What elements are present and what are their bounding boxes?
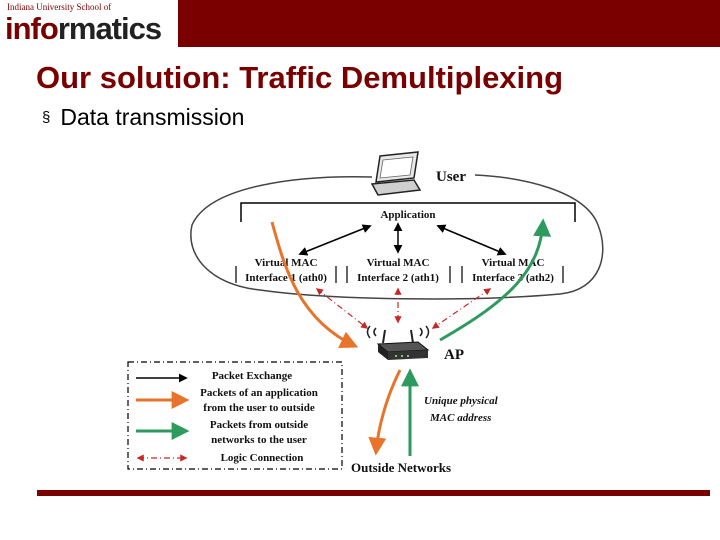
user-label: User <box>436 169 466 185</box>
application-label: Application <box>380 209 435 221</box>
legend-frame <box>127 361 343 470</box>
logo-wordmark-part-1: info <box>5 11 59 46</box>
router-icon <box>366 325 430 360</box>
legend-logic-connection: Logic Connection <box>221 452 304 464</box>
legend-app-packets-line-1: Packets of an application <box>200 387 318 399</box>
legend-outside-packets-line-2: networks to the user <box>211 434 307 446</box>
ap-label: AP <box>444 347 464 363</box>
unique-mac-line-1: Unique physical <box>424 395 499 407</box>
green-packet-path-upper <box>439 218 552 342</box>
logic-connection-1 <box>315 288 369 329</box>
legend-packet-exchange: Packet Exchange <box>212 370 292 382</box>
bullet-text: Data transmission <box>60 104 245 130</box>
logo-wordmark: informatics <box>5 11 162 47</box>
interface-2-line-2: Interface 2 (ath1) <box>357 272 439 284</box>
orange-packet-path-lower <box>368 369 402 456</box>
slide-title: Our solution: Traffic Demultiplexing <box>36 60 564 95</box>
virtual-interface-2: Virtual MAC Interface 2 (ath1) <box>346 257 451 284</box>
interface-3-line-2: Interface 3 (ath2) <box>472 272 554 284</box>
outside-networks-label: Outside Networks <box>351 460 451 475</box>
orange-packet-path-upper <box>270 221 359 348</box>
bullet-item: § Data transmission <box>42 104 244 131</box>
logo-wordmark-part-2: rmatics <box>57 11 162 46</box>
packet-exchange-arrow-3 <box>436 224 507 256</box>
packet-exchange-arrow-1 <box>298 224 372 256</box>
application-bracket <box>240 202 576 222</box>
logo-subtitle: Indiana University School of <box>7 2 112 12</box>
legend: Packet Exchange Packets of an applicatio… <box>127 361 343 470</box>
legend-app-packets-line-2: from the user to outside <box>203 402 315 414</box>
interface-1-line-2: Interface 1 (ath0) <box>245 272 327 284</box>
logic-connection-3 <box>431 288 492 329</box>
virtual-interface-3: Virtual MAC Interface 3 (ath2) <box>461 257 564 284</box>
footer-rule <box>37 490 710 496</box>
bullet-icon: § <box>42 109 51 126</box>
legend-outside-packets-line-1: Packets from outside <box>210 419 308 431</box>
school-logo[interactable]: Indiana University School of informatics <box>0 0 178 47</box>
interface-2-line-1: Virtual MAC <box>367 257 430 269</box>
unique-mac-line-2: MAC address <box>429 412 491 424</box>
user-device-cloud <box>190 174 604 300</box>
laptop-icon <box>370 151 422 196</box>
